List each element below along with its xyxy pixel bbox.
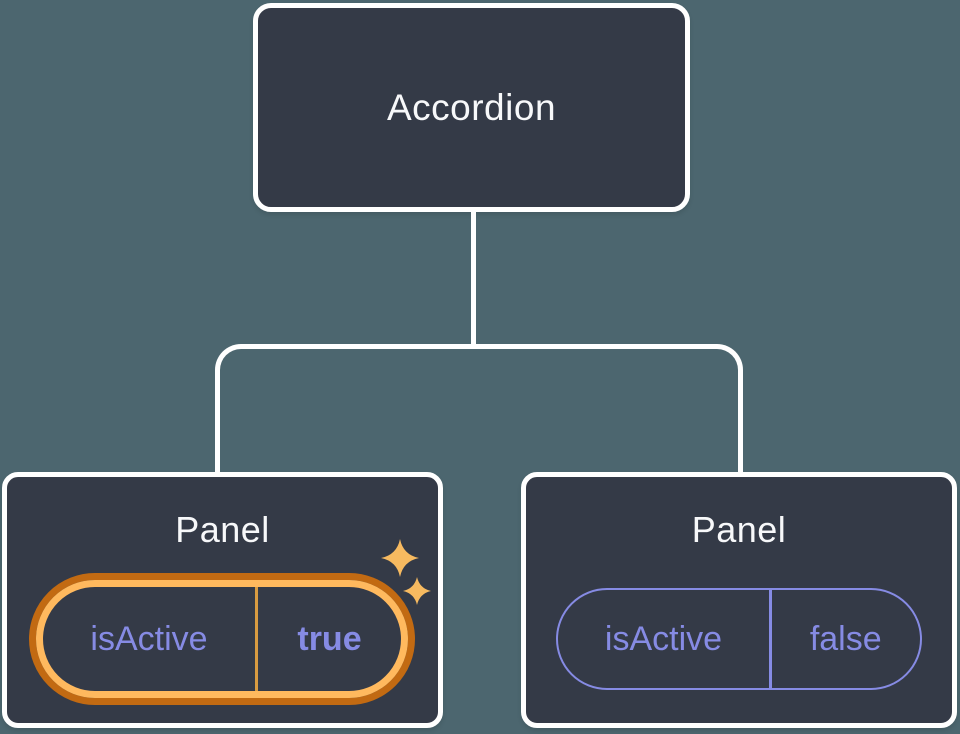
state-name: isActive [604,619,723,658]
state-value: true [297,619,362,658]
node-panel-active: Panel isActive true [2,472,443,728]
panel-label: Panel [691,509,787,550]
state-value: false [809,619,882,658]
sparkle-icon-small [403,577,431,605]
connector-stem [471,210,476,348]
sparkle-icon [381,539,431,605]
accordion-label: Accordion [386,86,557,128]
pill-divider [769,590,772,688]
node-panel-inactive: Panel isActive false [521,472,957,728]
panel-label: Panel [175,509,270,550]
sparkle-icon-large [381,539,419,577]
node-accordion: Accordion [253,3,690,212]
state-pill-active-inner: isActive true [36,580,408,698]
connector-branch [215,344,743,474]
state-pill-inactive: isActive false [556,588,922,690]
state-pill-active: isActive true [29,573,415,705]
state-name: isActive [90,619,208,658]
pill-divider [255,587,258,691]
